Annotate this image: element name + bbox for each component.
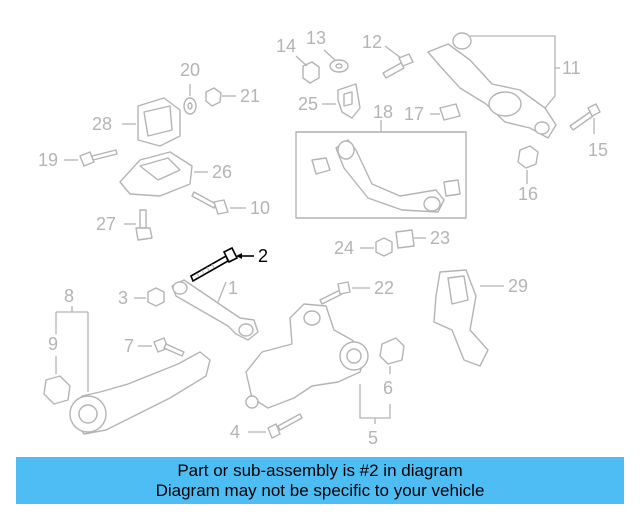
part-11-trailing-arm: 11 bbox=[427, 32, 581, 139]
callout-11: 11 bbox=[562, 58, 581, 78]
part-27-bolt: 27 bbox=[96, 209, 153, 241]
part-8-trailing-arm: 8 bbox=[56, 286, 211, 435]
part-6-bushing: 6 bbox=[379, 337, 405, 398]
part-22-bolt: 22 bbox=[319, 278, 394, 305]
part-25-bracket: 25 bbox=[298, 83, 361, 119]
callout-20: 20 bbox=[180, 60, 200, 80]
callout-18: 18 bbox=[373, 102, 393, 122]
part-2-bolt: 2 bbox=[189, 246, 268, 283]
callout-28: 28 bbox=[92, 114, 112, 134]
part-19-bolt: 19 bbox=[38, 149, 118, 170]
callout-13: 13 bbox=[306, 28, 326, 48]
part-28-mount: 28 bbox=[92, 97, 181, 147]
part-29-bracket: 29 bbox=[433, 269, 528, 367]
part-21-nut: 21 bbox=[205, 86, 260, 107]
callout-16: 16 bbox=[518, 184, 538, 204]
callout-10: 10 bbox=[250, 198, 270, 218]
callout-5: 5 bbox=[368, 428, 378, 448]
callout-15: 15 bbox=[588, 140, 608, 160]
callout-4: 4 bbox=[230, 422, 240, 442]
part-17-bolt: 17 bbox=[404, 103, 461, 124]
callout-19: 19 bbox=[38, 150, 58, 170]
callout-17: 17 bbox=[404, 104, 424, 124]
part-3-nut: 3 bbox=[118, 287, 165, 308]
part-26-mount-bracket: 26 bbox=[119, 151, 232, 197]
callout-9: 9 bbox=[48, 334, 58, 354]
callout-29: 29 bbox=[508, 276, 528, 296]
part-10-bolt: 10 bbox=[191, 191, 270, 218]
part-5-knuckle: 5 bbox=[245, 303, 391, 448]
callout-25: 25 bbox=[298, 94, 318, 114]
part-16-bushing: 16 bbox=[517, 145, 539, 204]
part-13-washer: 13 bbox=[306, 28, 349, 73]
callout-24: 24 bbox=[334, 238, 354, 258]
callout-8: 8 bbox=[64, 286, 74, 306]
callout-22: 22 bbox=[374, 278, 394, 298]
part-12-bolt: 12 bbox=[362, 32, 414, 79]
parts-diagram: 14 13 12 11 20 21 25 bbox=[38, 28, 608, 448]
part-1-lower-link: 1 bbox=[171, 278, 259, 341]
callout-21: 21 bbox=[240, 86, 260, 106]
part-24-nut: 24 bbox=[334, 237, 393, 258]
part-23-bracket: 23 bbox=[395, 228, 450, 249]
callout-1: 1 bbox=[228, 278, 238, 298]
callout-26: 26 bbox=[212, 162, 232, 182]
part-20-washer: 20 bbox=[180, 60, 200, 115]
banner-line-1: Part or sub-assembly is #2 in diagram bbox=[177, 460, 463, 480]
callout-23: 23 bbox=[430, 228, 450, 248]
part-7-bolt: 7 bbox=[124, 336, 185, 357]
callout-7: 7 bbox=[124, 336, 134, 356]
part-9-bushing: 9 bbox=[43, 312, 71, 405]
part-18-upper-arm: 18 bbox=[295, 102, 467, 219]
info-banner: Part or sub-assembly is #2 in diagram Di… bbox=[16, 457, 624, 504]
callout-2: 2 bbox=[258, 246, 268, 266]
callout-6: 6 bbox=[383, 378, 393, 398]
callout-14: 14 bbox=[276, 36, 296, 56]
callout-12: 12 bbox=[362, 32, 382, 52]
part-4-bolt: 4 bbox=[230, 413, 303, 442]
part-15-bolt: 15 bbox=[569, 103, 608, 160]
callout-27: 27 bbox=[96, 214, 116, 234]
part-14-nut: 14 bbox=[276, 36, 320, 84]
banner-line-2: Diagram may not be specific to your vehi… bbox=[155, 480, 485, 500]
callout-3: 3 bbox=[118, 288, 128, 308]
